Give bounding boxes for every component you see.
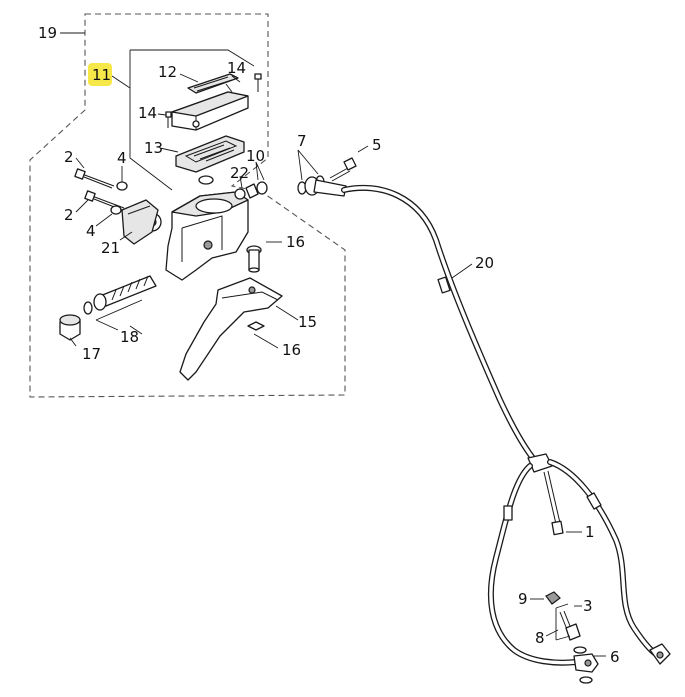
callout-4-upper: 4 (117, 149, 127, 167)
callout-19: 19 (38, 24, 57, 42)
callout-16-bottom: 16 (282, 341, 301, 359)
callout-16-top: 16 (286, 233, 305, 251)
callout-6: 6 (610, 648, 620, 666)
handlebar-clamp (121, 199, 159, 245)
banjo-washer (256, 181, 268, 195)
callout-17: 17 (82, 345, 101, 363)
callout-11: 11 (92, 66, 111, 84)
callout-13: 13 (144, 139, 163, 157)
pivot-bolt (246, 245, 262, 273)
reservoir-cap (171, 91, 249, 131)
callout-5: 5 (372, 136, 382, 154)
highlight-marker (88, 63, 112, 86)
assembly-boundary (29, 13, 346, 398)
callout-3: 3 (583, 597, 593, 615)
callout-9: 9 (518, 590, 528, 608)
callout-14-top: 14 (227, 59, 246, 77)
callout-18: 18 (120, 328, 139, 346)
piston-kit-bracket (95, 299, 143, 331)
fitting-washer-upper (573, 646, 587, 654)
hose-upper-fitting (304, 176, 347, 197)
callout-2-upper: 2 (64, 148, 74, 166)
right-branch-sleeve (586, 492, 602, 510)
junction-bolt (543, 470, 564, 536)
left-end-fitting (573, 653, 599, 673)
fitting-washer-lower (579, 676, 593, 684)
callout-2-lower: 2 (64, 206, 74, 224)
washer-upper (116, 181, 128, 191)
callout-4-lower: 4 (86, 222, 96, 240)
clutch-hose-inner (342, 186, 538, 464)
cover-plate (187, 73, 239, 94)
screw-left (165, 111, 172, 128)
callout-15: 15 (298, 313, 317, 331)
screw-top (254, 73, 262, 92)
callout-1: 1 (585, 523, 595, 541)
clamp-bolt-upper (74, 168, 115, 189)
banjo-bolt (234, 183, 259, 200)
hose-banjo-bolt (329, 157, 357, 182)
callout-10: 10 (246, 147, 265, 165)
hose-sleeve (437, 276, 451, 294)
diaphragm (175, 135, 245, 173)
callout-8: 8 (535, 629, 545, 647)
callout-14-left: 14 (138, 104, 157, 122)
clutch-hose (341, 184, 539, 465)
piston-kit (83, 275, 157, 315)
callout-22: 22 (230, 164, 249, 182)
hose-branch-right-inner (548, 460, 658, 656)
bleed-bracket (555, 603, 571, 641)
right-end-fitting (649, 643, 671, 665)
master-cylinder-body (142, 191, 249, 281)
callout-12: 12 (158, 63, 177, 81)
hose-branch-left-inner (489, 464, 578, 665)
seal-ring (198, 175, 214, 185)
pivot-nut (247, 321, 265, 331)
cap-group-bracket (129, 49, 255, 191)
bleed-nipple-cap (545, 591, 561, 605)
bleed-screw (559, 610, 581, 641)
dust-boot (59, 314, 81, 341)
clutch-lever (179, 277, 283, 381)
washer-lower (110, 205, 122, 215)
callout-7: 7 (297, 132, 307, 150)
left-branch-sleeve (503, 505, 513, 521)
callout-20: 20 (475, 254, 494, 272)
hose-branch-right (547, 459, 659, 657)
leader-lines (60, 32, 606, 657)
hose-branch-left (487, 463, 579, 666)
callout-21: 21 (101, 239, 120, 257)
